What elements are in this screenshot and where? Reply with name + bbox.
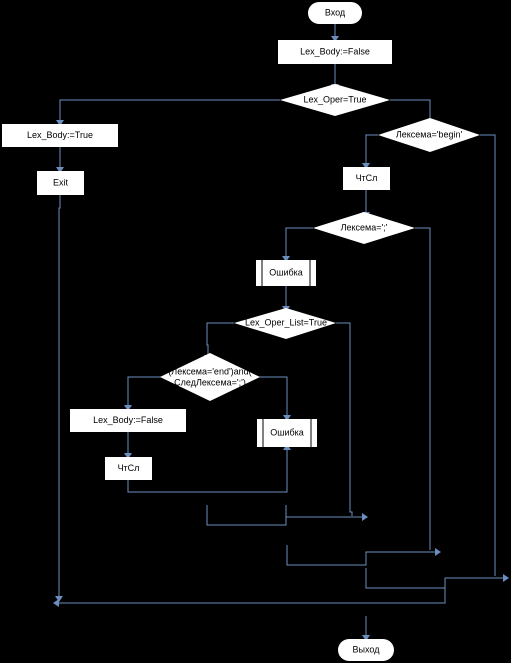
node-error2[interactable]: Ошибка — [257, 419, 317, 447]
node-cond-end-label-1: (Лексема='end')and( — [168, 366, 251, 376]
node-cond-end[interactable]: (Лексема='end')and( СледЛексема=';') — [160, 353, 260, 401]
node-cond-oper[interactable]: Lex_Oper=True — [280, 84, 390, 116]
node-read1-label: ЧтСл — [356, 173, 378, 183]
node-cond-oper-label: Lex_Oper=True — [304, 94, 367, 104]
node-end[interactable]: Выход — [338, 639, 394, 661]
node-cond-semicolon[interactable]: Лексема=';' — [313, 212, 415, 244]
arrow-read1 — [362, 163, 370, 169]
edge-operlist-right — [336, 322, 353, 516]
arrow-exit-down — [55, 596, 63, 602]
arrow-error2 — [283, 415, 291, 421]
node-set-true[interactable]: Lex_Body:=True — [2, 124, 118, 147]
edge-merge3 — [365, 568, 503, 589]
edge-operlist-left — [206, 322, 234, 355]
node-error1[interactable]: Ошибка — [256, 260, 316, 286]
node-cond-semicolon-label: Лексема=';' — [341, 222, 388, 232]
node-cond-oper-list[interactable]: Lex_Oper_List=True — [234, 308, 336, 339]
edge-merge2 — [286, 545, 435, 566]
arrow-setfalse — [124, 405, 132, 411]
arrow-read2 — [124, 453, 132, 459]
node-start[interactable]: Вход — [308, 2, 362, 24]
arrow-merge2 — [435, 548, 441, 556]
node-read1[interactable]: ЧтСл — [343, 167, 390, 190]
node-cond-oper-list-label: Lex_Oper_List=True — [245, 317, 327, 327]
node-error2-label: Ошибка — [270, 427, 304, 437]
arrow-merge3 — [503, 574, 509, 582]
edge-read2-merge — [127, 450, 288, 493]
arrow-error1 — [282, 256, 290, 262]
edge-oper-right — [390, 99, 431, 120]
edge-oper-left — [59, 99, 280, 120]
node-cond-begin[interactable]: Лексема='begin' — [378, 118, 480, 152]
edge-exit-down — [58, 195, 61, 600]
node-end-label: Выход — [353, 644, 381, 654]
edge-merge1-down — [206, 505, 287, 526]
edge-merge4 — [59, 588, 446, 604]
node-exit-label: Exit — [53, 177, 69, 187]
edge-semicolon-left — [285, 227, 313, 256]
arrow-merge1 — [362, 513, 368, 521]
node-start-label: Вход — [325, 7, 346, 17]
node-init-label: Lex_Body:=False — [300, 46, 370, 56]
edge-begin-read1 — [365, 134, 378, 163]
node-read2-label: ЧтСл — [118, 463, 140, 473]
arrow-end — [362, 635, 370, 641]
node-error1-label: Ошибка — [269, 267, 303, 277]
edge-semicolon-right — [415, 227, 431, 550]
arrow-init — [331, 36, 339, 42]
arrow-settrue — [56, 120, 64, 126]
node-set-false[interactable]: Lex_Body:=False — [70, 409, 186, 432]
node-set-true-label: Lex_Body:=True — [27, 130, 93, 140]
edges — [58, 24, 503, 635]
arrow-merge4 — [53, 599, 59, 607]
edge-begin-right — [480, 134, 496, 576]
node-cond-end-label-2: СледЛексема=';') — [174, 377, 246, 387]
node-read2[interactable]: ЧтСл — [105, 457, 152, 480]
node-cond-begin-label: Лексема='begin' — [396, 129, 463, 139]
arrow-exit — [56, 167, 64, 173]
node-init[interactable]: Lex_Body:=False — [278, 40, 392, 64]
node-set-false-label: Lex_Body:=False — [93, 415, 163, 425]
node-exit[interactable]: Exit — [37, 171, 84, 195]
edge-end-right — [255, 376, 288, 415]
edge-end-left — [127, 376, 165, 405]
